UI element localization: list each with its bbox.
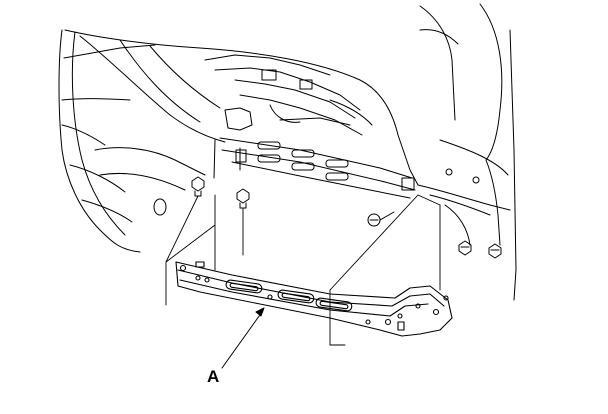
bracket-a <box>176 262 452 336</box>
callout-label-a: A <box>207 367 220 386</box>
left-fender-outline <box>59 30 205 252</box>
fastener-nut-right-2 <box>489 244 501 258</box>
callout-a-leader <box>222 308 264 368</box>
right-body-panel <box>418 4 516 300</box>
fastener-bolt-left <box>192 177 204 196</box>
alignment-lines <box>166 195 440 345</box>
fastener-screw-mid <box>368 212 394 226</box>
fastener-bolt-center <box>237 189 249 208</box>
fastener-nut-right-1 <box>459 241 471 255</box>
headlight-housing <box>65 30 418 198</box>
